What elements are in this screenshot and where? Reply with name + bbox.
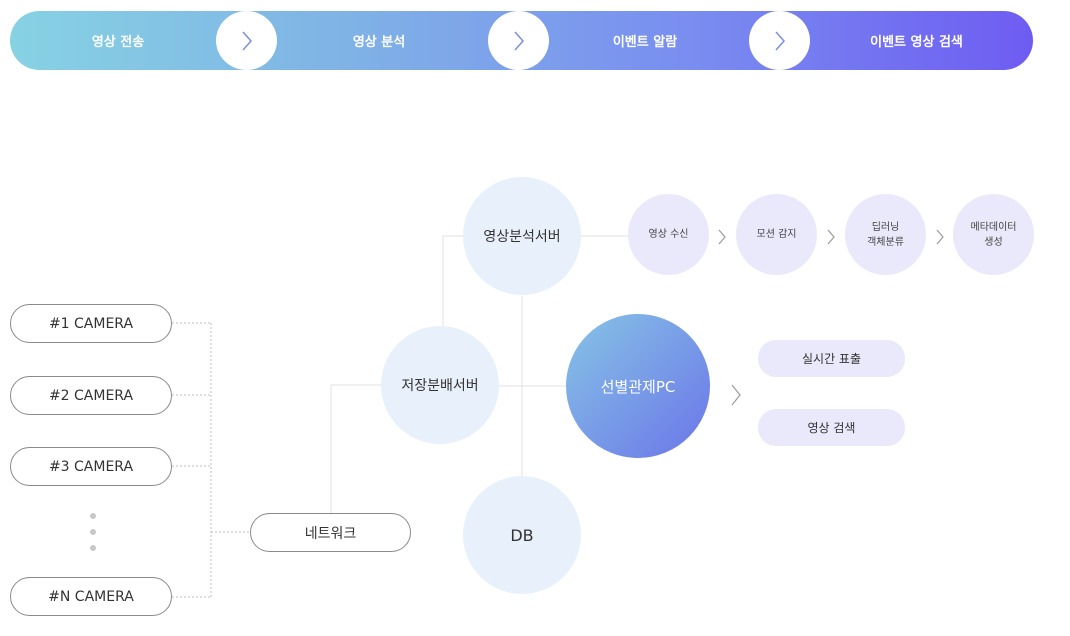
- network-node: 네트워크: [250, 513, 411, 552]
- ellipsis-dot: [90, 545, 96, 551]
- chevron-right-icon: [717, 228, 727, 250]
- db-node: DB: [463, 476, 581, 594]
- step-metadata: 메타데이터 생성: [953, 194, 1034, 275]
- chevron-right-icon: [826, 228, 836, 250]
- ellipsis-dot: [90, 513, 96, 519]
- output-search: 영상 검색: [758, 409, 905, 446]
- camera-3: #3 CAMERA: [10, 447, 172, 486]
- chevron-right-icon: [935, 228, 945, 250]
- chevron-right-icon: [729, 382, 743, 412]
- step-receive: 영상 수신: [628, 194, 709, 275]
- step-deeplearning: 딥러닝 객체분류: [845, 194, 926, 275]
- chevron-right-icon: [488, 11, 549, 70]
- step-alarm: 이벤트 알람: [612, 35, 678, 50]
- step-transmit: 영상 전송: [91, 35, 145, 50]
- storage-server: 저장분배서버: [381, 326, 499, 444]
- chevron-right-icon: [216, 11, 277, 70]
- camera-1: #1 CAMERA: [10, 304, 172, 343]
- ellipsis-dot: [90, 529, 96, 535]
- camera-n: #N CAMERA: [10, 577, 172, 616]
- analysis-server: 영상분석서버: [463, 177, 581, 295]
- step-analysis: 영상 분석: [352, 35, 406, 50]
- step-search: 이벤트 영상 검색: [870, 35, 963, 50]
- output-realtime: 실시간 표출: [758, 340, 905, 377]
- step-motion: 모션 감지: [736, 194, 817, 275]
- camera-2: #2 CAMERA: [10, 376, 172, 415]
- monitoring-pc: 선별관제PC: [566, 314, 710, 458]
- chevron-right-icon: [749, 11, 810, 70]
